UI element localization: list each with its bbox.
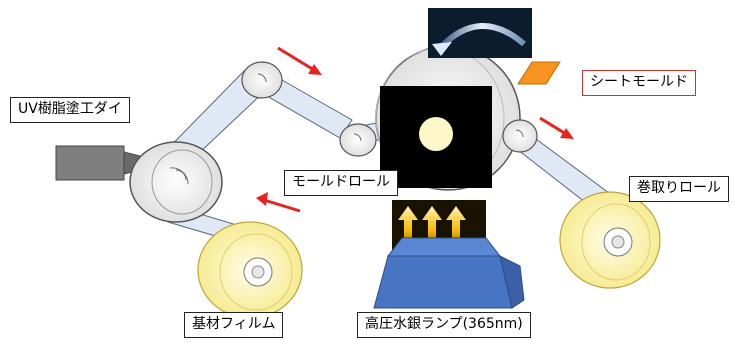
label-mold-roll: モールドロール [284, 170, 398, 196]
base-film-roll [197, 221, 303, 319]
coating-roll [129, 141, 223, 223]
label-lamp: 高圧水銀ランプ(365nm) [357, 312, 531, 338]
label-sheet-mold: シートモールド [582, 70, 696, 96]
guide-roll-top [241, 61, 283, 99]
nip-roll-right [502, 119, 538, 153]
uv-die [55, 145, 149, 181]
flow-arrow-icon [256, 46, 574, 213]
label-uv-die: UV樹脂塗工ダイ [10, 97, 130, 123]
nip-roll-left [339, 123, 377, 157]
label-base-film: 基材フィルム [184, 312, 284, 338]
winding-roll [559, 191, 661, 289]
lamp-housing [373, 237, 525, 309]
light-spot [419, 117, 453, 151]
rotation-arrow-icon [428, 8, 532, 58]
sheet-mold-shape [517, 61, 561, 85]
label-winding-roll: 巻取りロール [629, 176, 729, 202]
